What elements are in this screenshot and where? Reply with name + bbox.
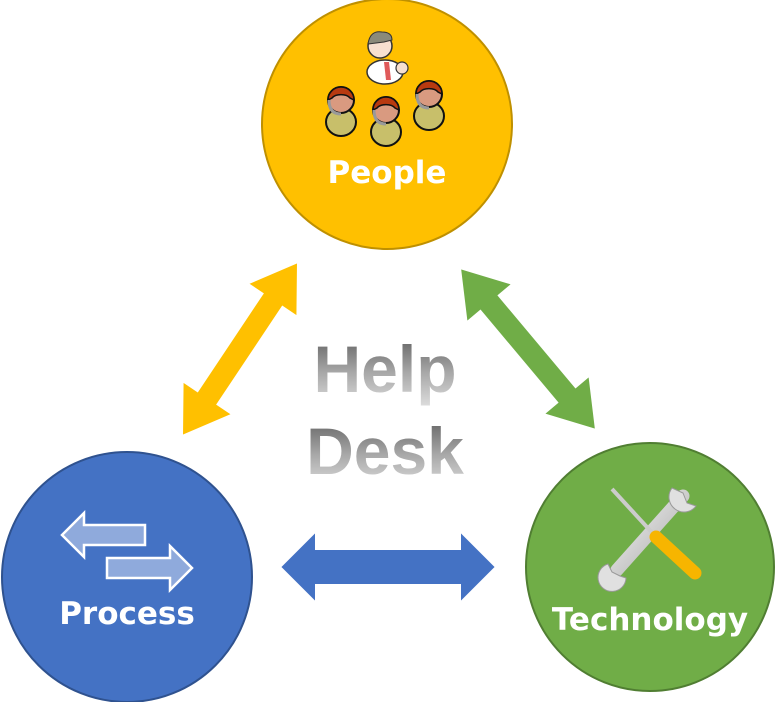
people-technology-arrow xyxy=(458,266,598,432)
title-line2: Desk xyxy=(306,414,464,488)
technology-label: Technology xyxy=(552,602,748,638)
exchange-arrows-icon xyxy=(60,509,194,594)
technology-node: Technology xyxy=(525,442,775,692)
people-process-arrow xyxy=(180,260,300,438)
agent-figure xyxy=(413,80,445,131)
process-node: Process xyxy=(1,451,253,702)
people-node: People xyxy=(261,0,513,250)
call-center-team-icon xyxy=(325,31,445,147)
process-label: Process xyxy=(59,596,195,632)
wrench-screwdriver-icon xyxy=(597,487,702,592)
agent-figure xyxy=(325,86,357,137)
people-label: People xyxy=(328,155,447,191)
title-line1: Help xyxy=(313,332,456,406)
process-technology-arrow xyxy=(278,528,498,606)
agent-figure xyxy=(370,96,402,147)
